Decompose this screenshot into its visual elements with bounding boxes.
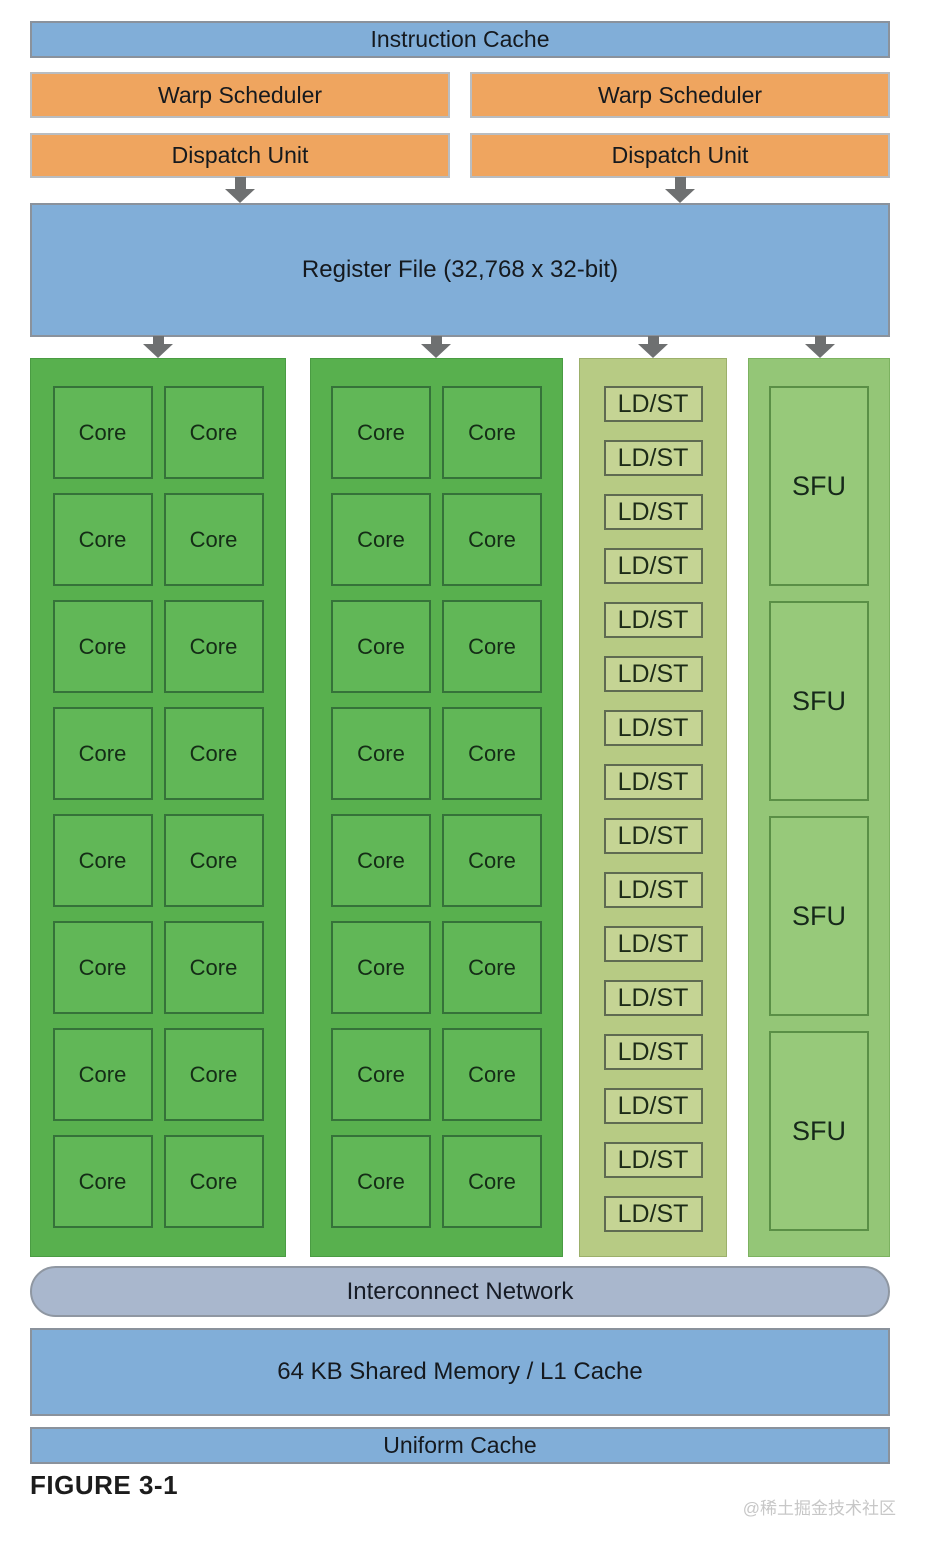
ldst-unit: LD/ST	[603, 656, 703, 692]
down-arrow-icon	[638, 336, 668, 358]
interconnect-network-block: Interconnect Network	[30, 1266, 890, 1317]
core-cell: Core	[52, 386, 153, 479]
core-cell: Core	[52, 814, 153, 907]
core-cell: Core	[442, 921, 542, 1014]
core-cell: Core	[163, 386, 264, 479]
core-cell: Core	[442, 600, 542, 693]
ldst-unit: LD/ST	[603, 1196, 703, 1232]
warp-scheduler-left-block: Warp Scheduler	[30, 72, 450, 118]
ldst-unit: LD/ST	[603, 548, 703, 584]
down-arrow-icon	[421, 336, 451, 358]
ldst-panel: LD/ST LD/ST LD/ST LD/ST LD/ST LD/ST LD/ST LD/ST…	[579, 358, 727, 1257]
core-cell: Core	[163, 1135, 264, 1228]
ldst-unit: LD/ST	[603, 872, 703, 908]
core-cell: Core	[331, 386, 431, 479]
ldst-unit: LD/ST	[603, 494, 703, 530]
core-cell: Core	[331, 921, 431, 1014]
core-cell: Core	[163, 493, 264, 586]
ldst-unit: LD/ST	[603, 710, 703, 746]
dispatch-unit-left-block: Dispatch Unit	[30, 133, 450, 178]
shared-memory-block: 64 KB Shared Memory / L1 Cache	[30, 1328, 890, 1416]
uniform-cache-block: Uniform Cache	[30, 1427, 890, 1464]
ldst-unit: LD/ST	[603, 386, 703, 422]
down-arrow-icon	[805, 336, 835, 358]
ldst-unit: LD/ST	[603, 1034, 703, 1070]
core-cell: Core	[163, 814, 264, 907]
core-cell: Core	[52, 1028, 153, 1121]
ldst-unit: LD/ST	[603, 602, 703, 638]
ldst-unit: LD/ST	[603, 764, 703, 800]
ldst-unit: LD/ST	[603, 440, 703, 476]
core-cell: Core	[52, 921, 153, 1014]
dispatch-unit-right-block: Dispatch Unit	[470, 133, 890, 178]
core-cell: Core	[52, 493, 153, 586]
core-cell: Core	[442, 707, 542, 800]
down-arrow-icon	[665, 177, 695, 203]
ldst-unit: LD/ST	[603, 1088, 703, 1124]
sfu-unit: SFU	[769, 1031, 869, 1231]
core-cell: Core	[331, 707, 431, 800]
core-cell: Core	[52, 1135, 153, 1228]
down-arrow-icon	[225, 177, 255, 203]
core-cell: Core	[442, 1028, 542, 1121]
sfu-unit: SFU	[769, 386, 869, 586]
ldst-unit: LD/ST	[603, 926, 703, 962]
sfu-unit: SFU	[769, 601, 869, 801]
core-cell: Core	[331, 493, 431, 586]
figure-caption: FIGURE 3-1	[30, 1470, 179, 1500]
ldst-unit: LD/ST	[603, 1142, 703, 1178]
ldst-unit: LD/ST	[603, 818, 703, 854]
core-cell: Core	[331, 814, 431, 907]
register-file-block: Register File (32,768 x 32-bit)	[30, 203, 890, 337]
core-cell: Core	[163, 600, 264, 693]
core-cell: Core	[442, 814, 542, 907]
core-cell: Core	[163, 921, 264, 1014]
instruction-cache-block: Instruction Cache	[30, 21, 890, 58]
core-cell: Core	[331, 1135, 431, 1228]
core-cell: Core	[163, 1028, 264, 1121]
core-cell: Core	[52, 707, 153, 800]
sfu-unit: SFU	[769, 816, 869, 1016]
watermark-text: @稀土掘金技术社区	[742, 1499, 896, 1518]
down-arrow-icon	[143, 336, 173, 358]
core-cell: Core	[163, 707, 264, 800]
ldst-unit: LD/ST	[603, 980, 703, 1016]
core-cell: Core	[52, 600, 153, 693]
core-cell: Core	[442, 493, 542, 586]
core-cell: Core	[442, 1135, 542, 1228]
core-cell: Core	[331, 600, 431, 693]
sfu-panel: SFU SFU SFU SFU	[748, 358, 890, 1257]
core-cell: Core	[331, 1028, 431, 1121]
core-cell: Core	[442, 386, 542, 479]
warp-scheduler-right-block: Warp Scheduler	[470, 72, 890, 118]
